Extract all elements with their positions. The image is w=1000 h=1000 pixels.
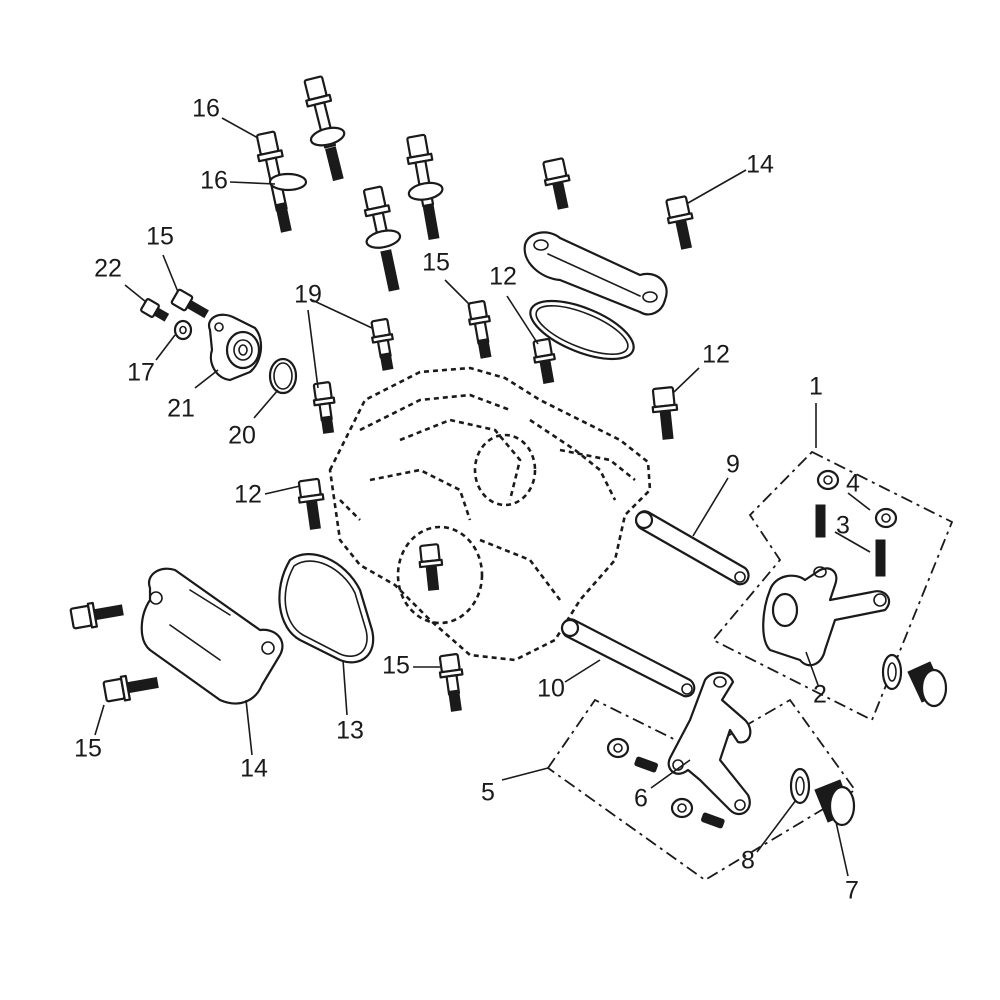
washer-17a: [268, 172, 308, 192]
callout-20: 20: [228, 422, 256, 450]
bolt-15-left-lower: [102, 674, 159, 703]
callout-16-lower: 15: [382, 652, 410, 680]
bolt-inside-head: [418, 543, 444, 591]
rocker-arm-6: [667, 671, 752, 816]
callout-13: 13: [336, 717, 364, 745]
callout-12-upper: 12: [489, 263, 517, 291]
bolt-19-b: [312, 381, 336, 434]
tensioner-21: [207, 313, 263, 382]
leader-lines: [94, 117, 871, 877]
callout-18: 16: [192, 95, 220, 123]
nut-assembly-5b: [670, 797, 694, 819]
bolt-top-3: [362, 185, 402, 292]
nut-4a: [816, 469, 840, 491]
side-cover-14: [140, 567, 284, 705]
callout-15-left: 15: [146, 223, 174, 251]
bolt-16-lower: [438, 653, 464, 712]
cylinder-head-phantom: [328, 366, 652, 662]
rocker-arm-2: [762, 566, 891, 667]
callout-15-bottom-left: 15: [74, 735, 102, 763]
bolt-19-a: [370, 317, 394, 371]
callout-6: 6: [634, 785, 648, 813]
cover-plate-top: [523, 231, 668, 316]
rocker-shaft-10: [560, 618, 696, 698]
bolt-15-top-right: [665, 195, 694, 250]
bolt-15-top-small: [542, 157, 571, 210]
callout-2: 2: [813, 681, 827, 709]
bolt-12-upper: [532, 337, 556, 384]
bolt-15-small-left: [170, 288, 209, 319]
callout-9: 9: [726, 451, 740, 479]
plug-7: [814, 779, 856, 827]
gasket-top: [529, 299, 635, 361]
washer-17b: [173, 319, 193, 341]
bolt-22: [140, 298, 170, 322]
stud-3b: [875, 539, 886, 577]
callout-4: 4: [846, 470, 860, 498]
callout-16-upper: 15: [422, 249, 450, 277]
callout-7: 7: [845, 877, 859, 905]
assembly-1-frame: [711, 450, 954, 722]
bolt-16-upper: [467, 299, 492, 359]
callout-14: 14: [240, 755, 268, 783]
bolt-top-2: [406, 133, 444, 241]
callout-17-upper: 16: [200, 167, 228, 195]
callout-21: 21: [167, 395, 195, 423]
gasket-13: [278, 553, 375, 664]
callout-10: 10: [537, 675, 565, 703]
bolt-12-left: [297, 477, 325, 530]
assembly-5-frame: [546, 698, 857, 882]
washer-right-upper: [881, 653, 903, 691]
callout-1: 1: [809, 373, 823, 401]
callout-8: 8: [741, 847, 755, 875]
callout-5: 5: [481, 779, 495, 807]
bolt-12-right: [651, 386, 679, 440]
rocker-shaft-9: [634, 510, 750, 586]
bolt-top-1: [303, 75, 346, 182]
callout-17-lower: 17: [127, 359, 155, 387]
callout-labels: 16 16 14 15 22 17 21 20 19 15 12 12 12 1…: [74, 95, 860, 905]
callout-12-right: 12: [702, 341, 730, 369]
callout-19: 19: [294, 281, 322, 309]
bolt-15-left-upper: [69, 601, 124, 630]
callout-22: 22: [94, 255, 122, 283]
nut-assembly-5a: [606, 737, 630, 759]
washer-8: [789, 767, 811, 805]
stud-assembly-5b: [701, 812, 725, 829]
stud-assembly-5a: [634, 756, 658, 773]
nut-4b: [874, 507, 898, 529]
callout-3: 3: [836, 512, 850, 540]
callout-12-left: 12: [234, 481, 262, 509]
callout-15-top-right: 14: [746, 151, 774, 179]
plug-right-upper: [907, 661, 948, 708]
o-ring-20: [268, 357, 298, 395]
stud-3a: [815, 504, 826, 538]
